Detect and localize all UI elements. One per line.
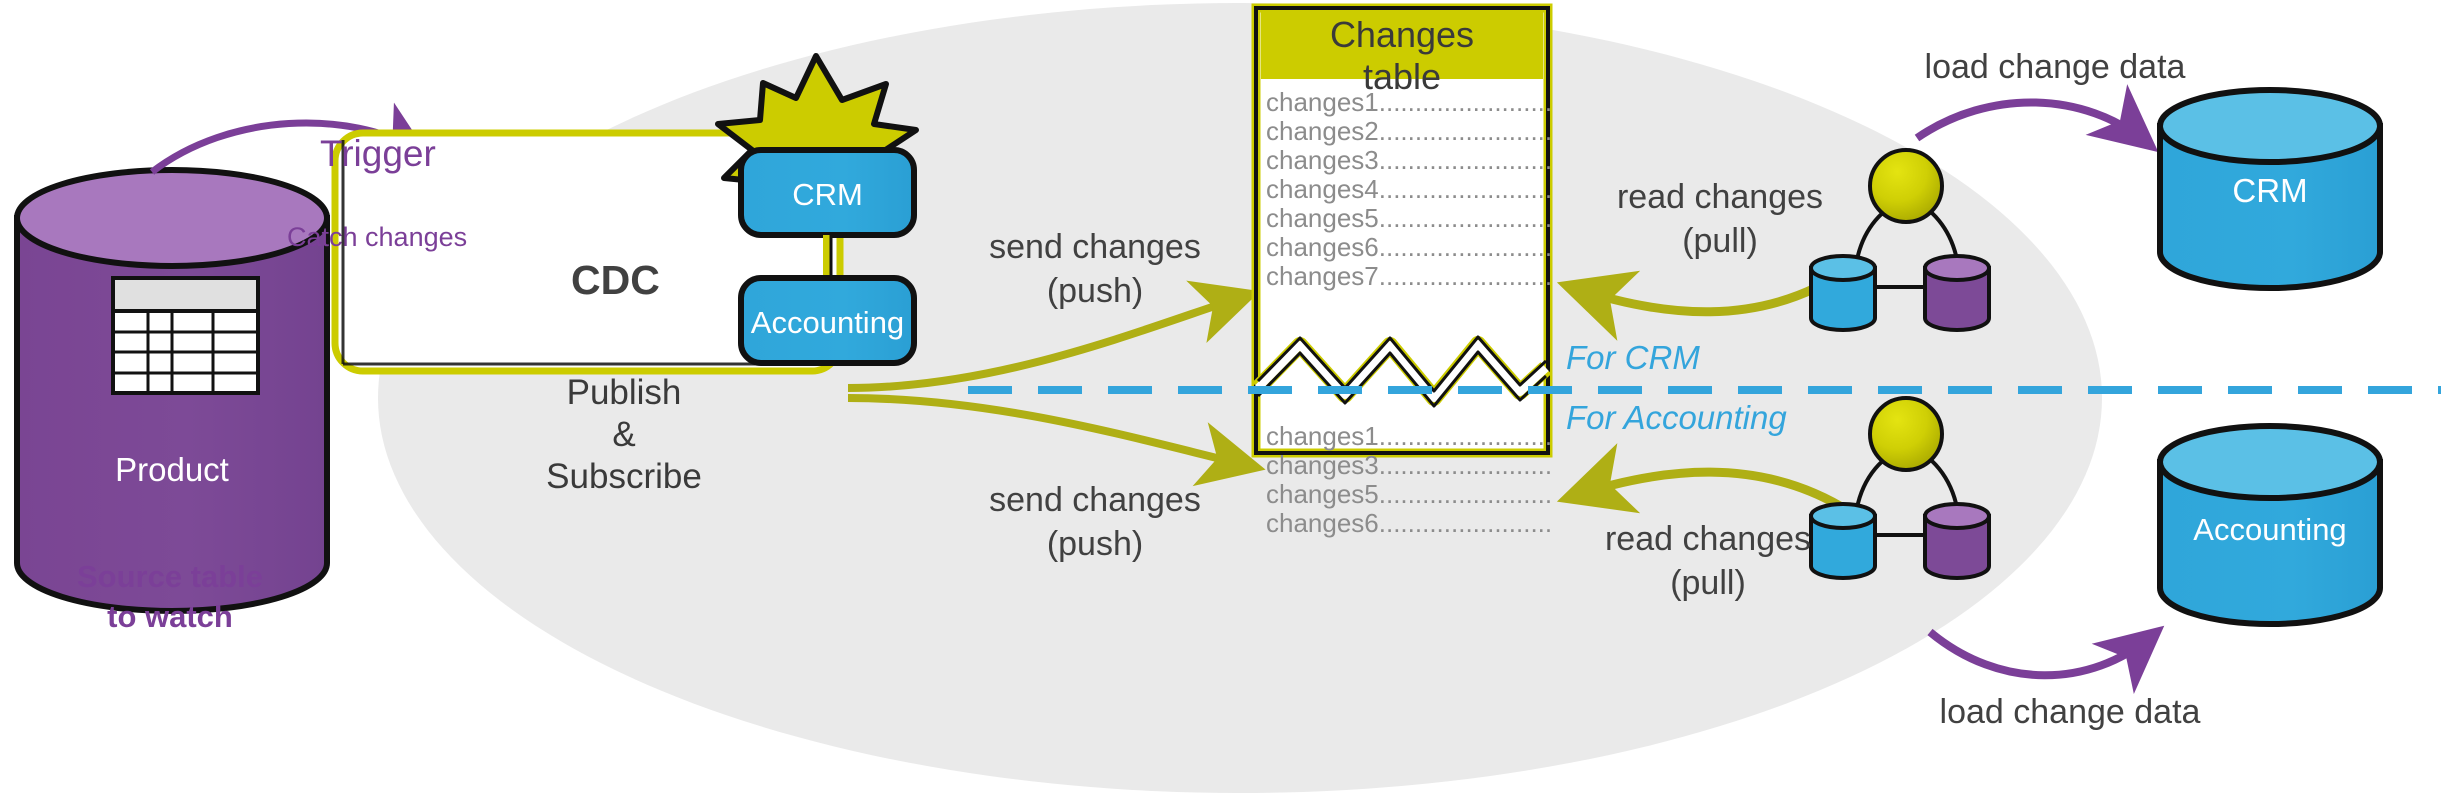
source-db-label: Product: [115, 451, 229, 488]
pull-arrow-lower: [1556, 443, 1853, 516]
changes-table-sheet: [1251, 3, 1553, 458]
push-lower-line1: send changes: [989, 481, 1201, 519]
cdc-subtitle-line2: &: [612, 415, 636, 454]
cdc-chip-accounting-label[interactable]: Accounting: [750, 305, 905, 340]
push-arrow-lower: [847, 394, 1266, 487]
changes-row-upper-7: changes7........................: [1266, 261, 1553, 291]
pull-upper-line1: read changes: [1616, 178, 1824, 216]
changes-table-title-line2: table: [1362, 56, 1442, 97]
cdc-chip-crm-label[interactable]: CRM: [792, 177, 863, 212]
target-database-accounting: [2157, 423, 2383, 627]
load-arrow-lower: [1927, 625, 2165, 695]
pull-lower-line2: (pull): [1670, 564, 1746, 602]
load-lower-label: load change data: [1939, 693, 2201, 731]
push-upper-line1: send changes: [989, 228, 1201, 266]
changes-row-upper-4: changes4........................: [1266, 174, 1553, 204]
partition-lower-label: For Accounting: [1566, 399, 1787, 436]
changes-row-upper-3: changes3........................: [1266, 145, 1553, 175]
pull-upper-line2: (pull): [1682, 222, 1758, 260]
changes-table-header-band: [1261, 12, 1543, 79]
target-database-crm: [2157, 87, 2383, 291]
pull-lower-line1: read changes: [1604, 520, 1812, 558]
changes-row-upper-1: changes1........................: [1266, 87, 1553, 117]
changes-row-lower-3: changes5........................: [1266, 479, 1553, 509]
etl-process-icon-lower: [1809, 396, 1991, 580]
cdc-title: CDC: [571, 257, 660, 303]
cdc-box: [331, 129, 844, 375]
target-db-accounting-label: Accounting: [2193, 512, 2347, 547]
partition-upper-label: For CRM: [1566, 339, 1700, 376]
trigger-label: Trigger: [320, 133, 436, 174]
target-db-crm-label: CRM: [2232, 172, 2308, 209]
push-upper-line2: (push): [1046, 272, 1144, 310]
changes-row-lower-2: changes3........................: [1266, 450, 1553, 480]
changes-row-upper-5: changes5........................: [1266, 203, 1553, 233]
changes-row-upper-2: changes2........................: [1266, 116, 1553, 146]
push-lower-line2: (push): [1046, 525, 1144, 563]
cdc-chip-accounting-shape: [738, 275, 917, 366]
changes-table-title-line1: Changes: [1329, 14, 1475, 55]
changes-row-lower-4: changes6........................: [1266, 508, 1553, 538]
load-arrow-upper: [1914, 84, 2159, 153]
etl-process-icon-upper: [1809, 148, 1991, 332]
source-caption-line1: Source table: [76, 559, 264, 594]
source-table-grid-icon: [111, 276, 260, 395]
load-upper-label: load change data: [1924, 48, 2186, 86]
cdc-subtitle-line3: Subscribe: [546, 457, 702, 496]
changes-row-upper-6: changes6........................: [1266, 232, 1553, 262]
push-arrow-upper: [847, 280, 1261, 392]
changes-row-lower-1: changes1........................: [1266, 421, 1553, 451]
source-caption-line2: to watch: [107, 599, 233, 634]
catch-changes-label: Catch changes: [287, 222, 468, 252]
cdc-subtitle-line1: Publish: [566, 373, 682, 412]
